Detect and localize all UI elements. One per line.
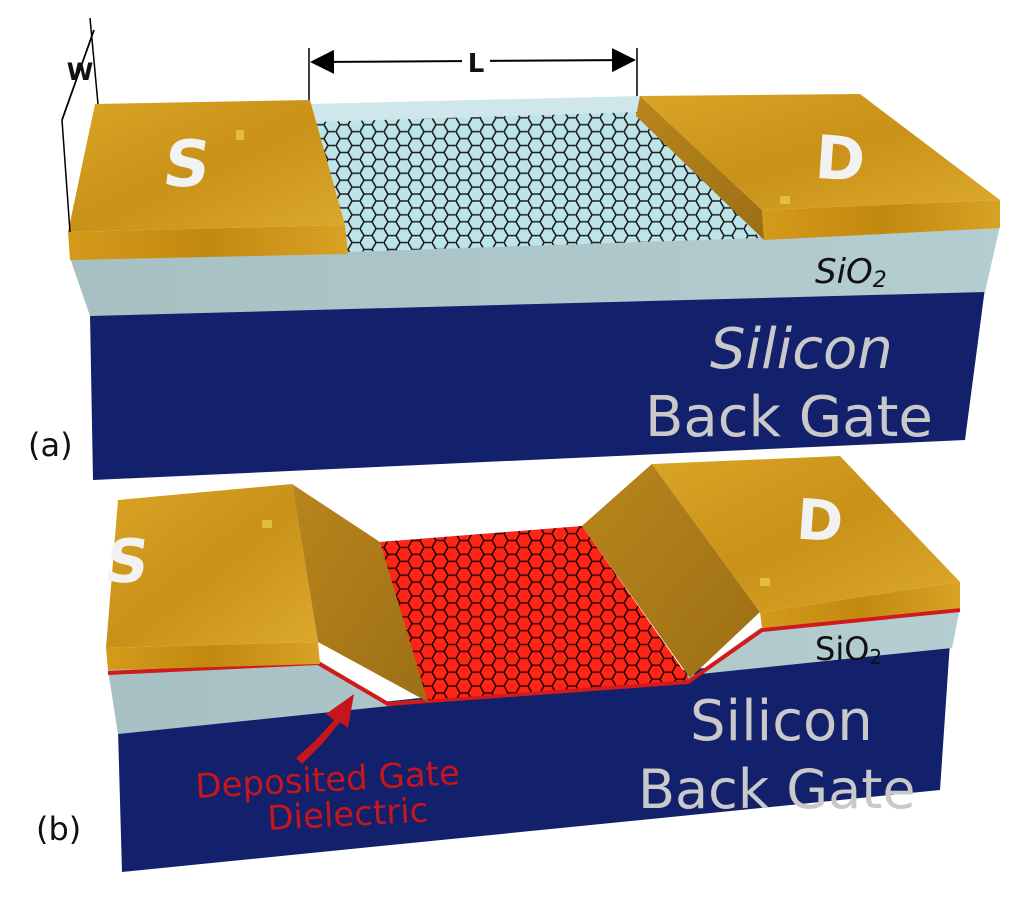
drain-label-a: D — [813, 123, 868, 196]
panel-label-b: (b) — [36, 810, 81, 848]
substrate-label-line1-b: Silicon — [690, 689, 873, 754]
silicon-back-gate-a — [90, 288, 985, 480]
source-label-a: S — [159, 127, 216, 202]
source-pad-a — [68, 100, 348, 260]
panel-a: S D SiO2 Silicon Back Gate L W (a) — [28, 17, 1000, 480]
width-dimension: W — [61, 17, 99, 233]
source-label-b: S — [101, 527, 154, 597]
drain-pad-a — [636, 94, 1000, 240]
graphene-channel-b — [380, 526, 690, 700]
graphene-channel-a — [316, 112, 760, 252]
width-label: W — [67, 58, 93, 86]
drain-pad-b — [582, 456, 960, 678]
silicon-back-gate-b — [118, 642, 950, 872]
length-dimension: L — [308, 46, 638, 100]
oxide-label-b: SiO2 — [815, 630, 882, 669]
drain-label-b: D — [794, 487, 845, 555]
panel-b: S D SiO2 Silicon Back Gate Deposited Gat… — [36, 456, 961, 872]
sio2-layer-a — [70, 226, 1000, 316]
substrate-label-line1-a: Silicon — [710, 317, 893, 382]
substrate-label-line2-a: Back Gate — [645, 385, 933, 450]
substrate-label-line2-b: Back Gate — [638, 758, 916, 821]
dielectric-arrow — [296, 694, 354, 764]
panel-label-a: (a) — [28, 426, 73, 464]
dielectric-label-line2: Dielectric — [266, 791, 429, 839]
oxide-label-a: SiO2 — [815, 252, 887, 293]
length-label: L — [468, 49, 485, 79]
source-pad-b — [106, 484, 428, 702]
